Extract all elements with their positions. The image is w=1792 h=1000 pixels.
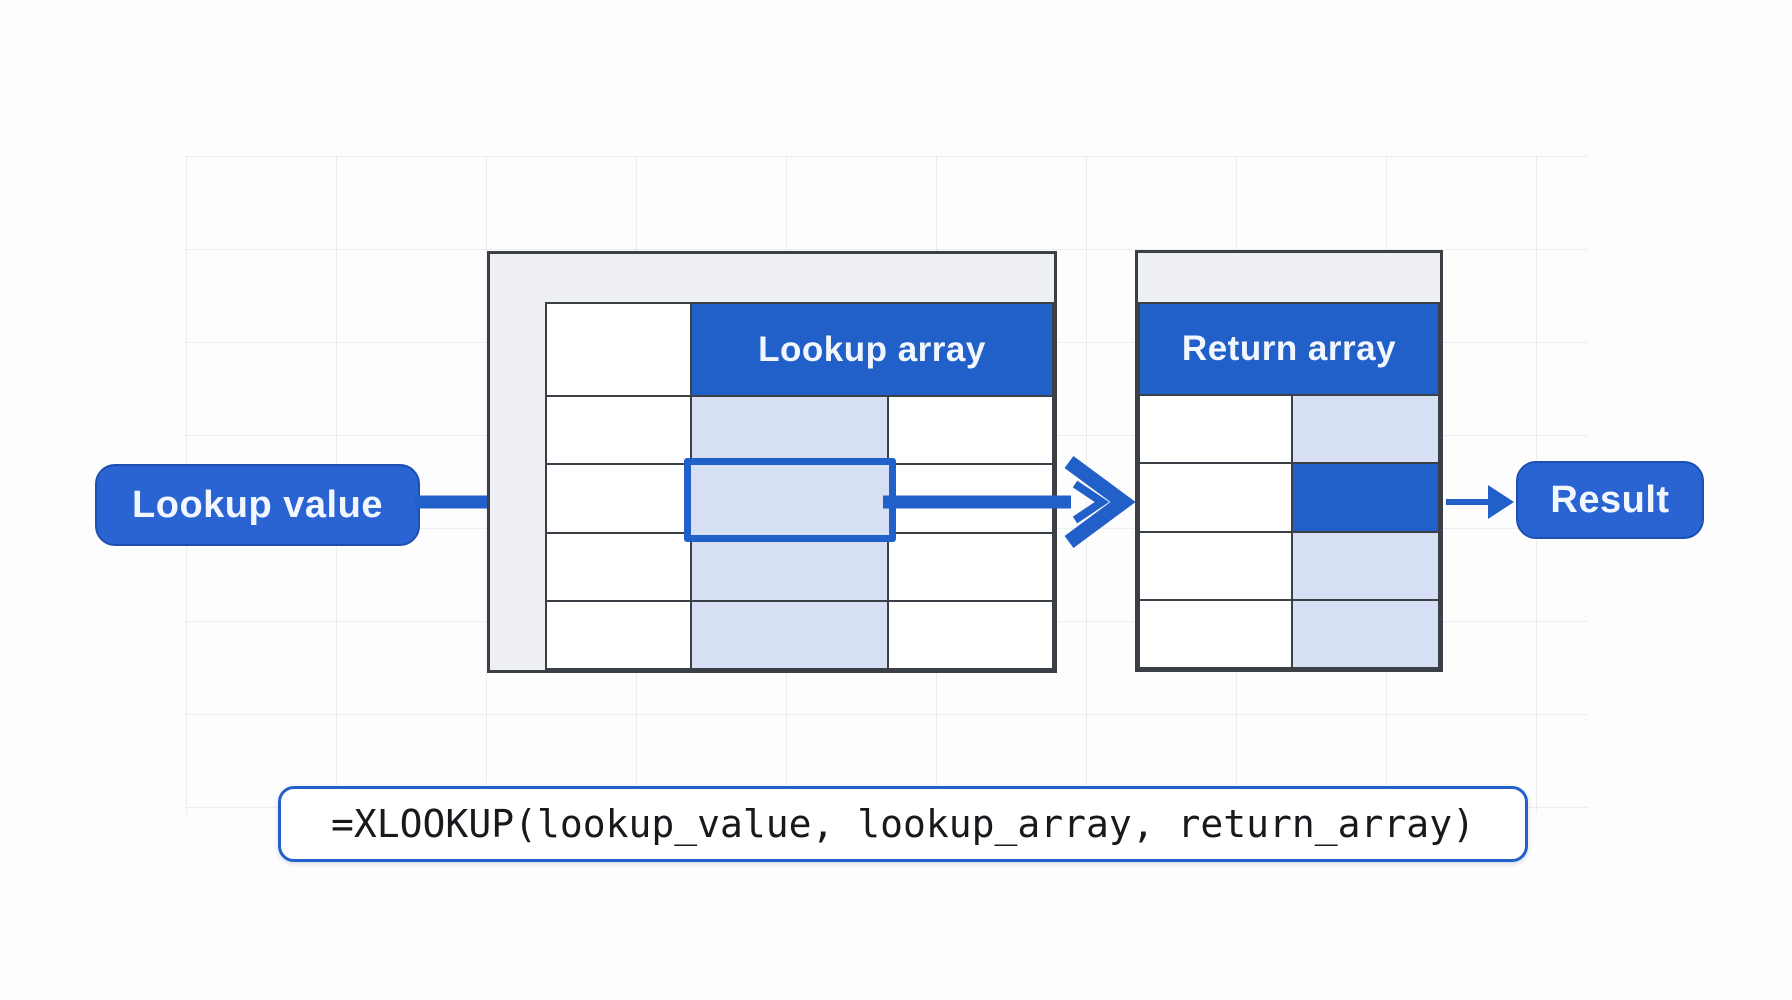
- return-table-grid: Return array: [1138, 302, 1440, 669]
- matched-result-cell: [1293, 464, 1438, 531]
- result-label-text: Result: [1550, 478, 1670, 521]
- table-cell-highlighted: [1293, 532, 1438, 599]
- table-cell: [547, 533, 690, 600]
- table-cell: [547, 465, 690, 532]
- formula-box: =XLOOKUP(lookup_value, lookup_array, ret…: [278, 786, 1528, 862]
- formula-text: =XLOOKUP(lookup_value, lookup_array, ret…: [331, 802, 1475, 846]
- table-cell-highlighted: [692, 397, 887, 464]
- lookup-array-header: Lookup array: [692, 304, 1052, 395]
- table-cell: [1140, 532, 1291, 599]
- return-array-header: Return array: [1140, 304, 1438, 394]
- table-cell-highlighted: [692, 601, 887, 668]
- return-array-header-text: Return array: [1181, 329, 1397, 368]
- table-cell: [889, 601, 1052, 668]
- table-cell-highlighted: [1293, 396, 1438, 463]
- table-cell: [889, 533, 1052, 600]
- table-cell: [547, 304, 690, 395]
- table-cell: [889, 397, 1052, 464]
- table-cell: [1140, 464, 1291, 531]
- result-label: Result: [1516, 461, 1704, 539]
- table-cell-highlighted: [692, 533, 887, 600]
- selected-cell: [684, 458, 896, 542]
- lookup-value-label-text: Lookup value: [132, 483, 383, 526]
- match-arrow-icon: [883, 455, 1136, 549]
- lookup-value-label: Lookup value: [95, 464, 420, 546]
- result-arrow-icon: [1446, 485, 1514, 519]
- table-cell: [1140, 600, 1291, 667]
- table-cell: [547, 397, 690, 464]
- return-table: Return array: [1135, 250, 1443, 672]
- lookup-array-header-text: Lookup array: [758, 329, 986, 369]
- table-cell-highlighted: [1293, 600, 1438, 667]
- table-cell: [547, 601, 690, 668]
- table-cell: [1140, 396, 1291, 463]
